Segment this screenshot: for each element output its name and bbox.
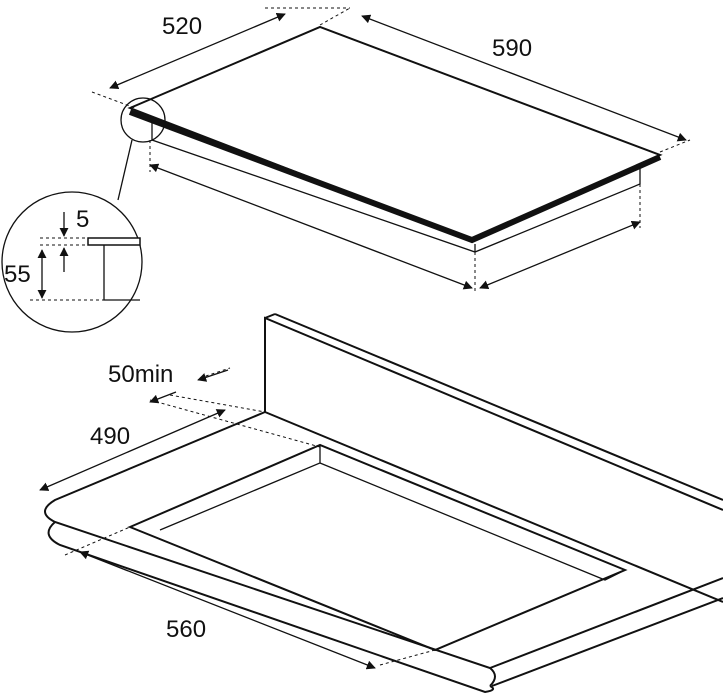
hob-body [151,122,641,253]
label-520: 520 [162,13,202,40]
countertop-dimensions: 50min 490 560 [39,361,436,670]
label-490: 490 [90,423,130,450]
hob-drawing [127,25,663,253]
depth-490-arrow [39,409,226,491]
label-5: 5 [76,206,89,233]
hob-glass-edge [128,109,662,244]
label-50min: 50min [108,361,173,388]
width-590-arrow [361,14,687,142]
detail-view: 5 55 [1,97,166,333]
label-55: 55 [4,261,31,288]
body-width-arrow [149,163,473,290]
label-560: 560 [166,616,206,643]
body-depth-arrow [479,220,641,290]
depth-520-arrow [109,12,286,90]
width-560-arrow [79,550,376,670]
label-590: 590 [492,35,532,62]
hob-dimensions: 520 590 [91,7,691,292]
